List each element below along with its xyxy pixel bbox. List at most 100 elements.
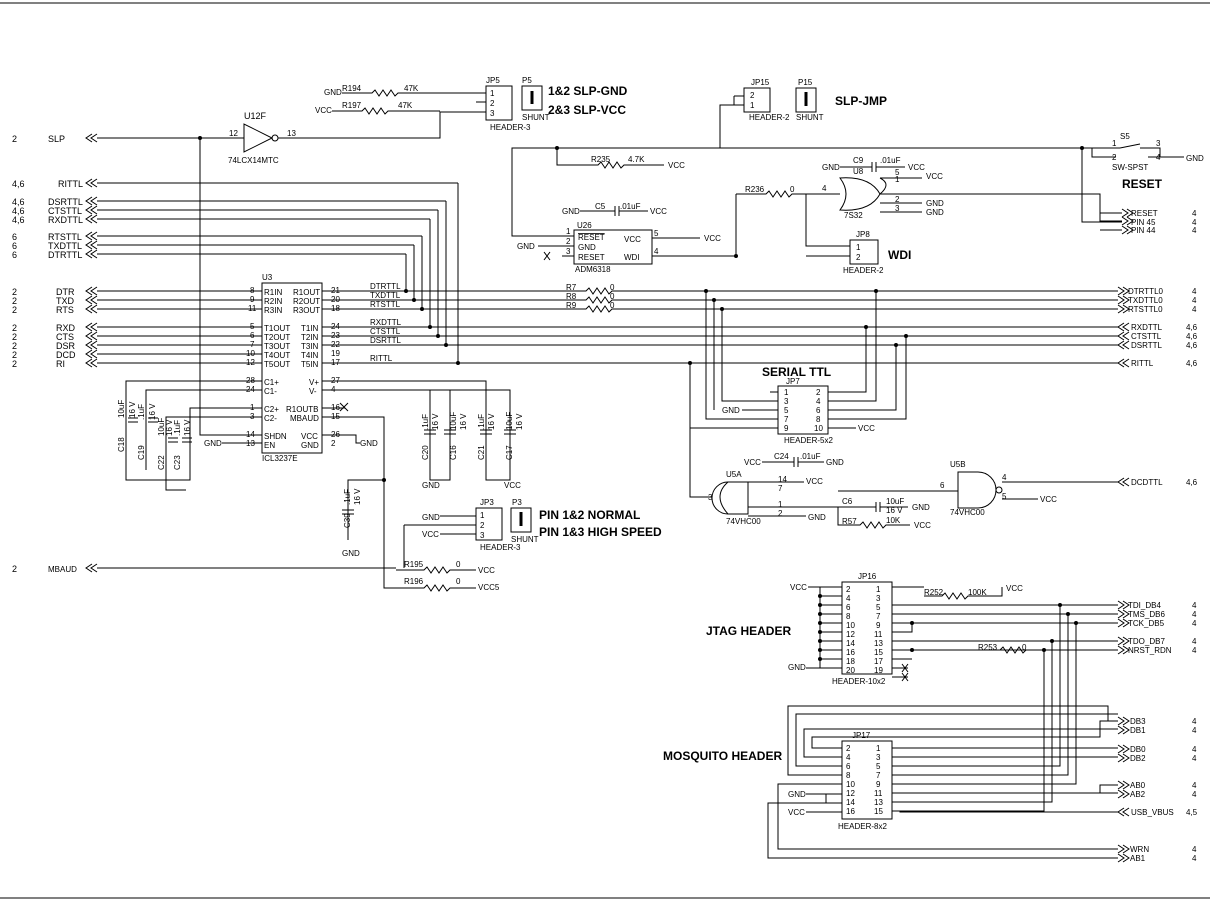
svg-text:4: 4 (1192, 296, 1197, 305)
r197-resistor: VCC R197 47K (315, 101, 440, 115)
svg-text:3: 3 (876, 753, 881, 762)
svg-text:VCC5: VCC5 (478, 583, 500, 592)
jp17-header: JP17 2 4 6 8 10 12 14 16 1 3 5 7 9 11 13… (767, 605, 1118, 859)
svg-text:12: 12 (229, 129, 238, 138)
svg-text:74VHC00: 74VHC00 (950, 508, 985, 517)
svg-text:GND: GND (360, 439, 378, 448)
svg-text:DSR: DSR (56, 341, 76, 351)
svg-text:VCC: VCC (422, 530, 439, 539)
svg-text:RTSTTL0: RTSTTL0 (1128, 305, 1163, 314)
svg-text:.1uF: .1uF (421, 414, 430, 430)
svg-text:DTRTTL: DTRTTL (370, 282, 401, 291)
svg-text:4,6: 4,6 (1186, 478, 1198, 487)
svg-text:16 V: 16 V (515, 413, 524, 430)
c5-capacitor: GND C5 .01uF VCC (562, 202, 667, 216)
jp5-header: JP5 1 2 3 HEADER-3 (476, 76, 531, 132)
r57-resistor: R57 10K VCC (837, 507, 931, 530)
svg-text:2: 2 (778, 509, 783, 518)
p5-shunt: P5 SHUNT (521, 76, 550, 122)
left-port-ri: 2 RI (12, 358, 262, 369)
svg-text:DCD: DCD (56, 350, 76, 360)
svg-text:GND: GND (562, 207, 580, 216)
svg-text:.1uF: .1uF (137, 404, 146, 420)
svg-text:1: 1 (876, 744, 881, 753)
svg-text:GND: GND (912, 503, 930, 512)
svg-text:15: 15 (874, 807, 883, 816)
svg-text:U26: U26 (577, 221, 592, 230)
svg-text:4: 4 (1192, 717, 1197, 726)
right-ports: RESET 4 PIN 45 4 PIN 44 4 DTRTTL0 4 TXDT… (1099, 194, 1198, 863)
svg-text:GND: GND (578, 243, 596, 252)
svg-text:R9: R9 (566, 301, 577, 310)
svg-text:7: 7 (876, 612, 881, 621)
svg-text:5: 5 (250, 322, 255, 331)
svg-text:GND: GND (422, 513, 440, 522)
svg-text:16 V: 16 V (431, 413, 440, 430)
right-port-tdo-db7: TDO_DB7 4 (1117, 636, 1197, 646)
svg-text:U8: U8 (853, 167, 864, 176)
svg-text:GND: GND (722, 406, 740, 415)
right-port-pin45: PIN 45 4 (1099, 194, 1197, 227)
svg-text:MBAUD: MBAUD (48, 565, 77, 574)
svg-text:6: 6 (12, 241, 17, 251)
svg-text:DSRTTL: DSRTTL (48, 197, 83, 207)
svg-text:RXD: RXD (56, 323, 76, 333)
svg-text:10K: 10K (886, 516, 901, 525)
left-port-txd: 2 TXD (12, 295, 262, 306)
wdi-label: WDI (888, 248, 911, 262)
left-port-dcd: 2 DCD (12, 349, 262, 360)
svg-text:HEADER-10x2: HEADER-10x2 (832, 677, 886, 686)
svg-text:T5OUT: T5OUT (264, 360, 290, 369)
right-port-dcdttl: DCDTTL 4,6 (1117, 477, 1198, 487)
ttl-bus-lines (430, 326, 1118, 364)
svg-text:0: 0 (790, 185, 795, 194)
svg-text:PIN 45: PIN 45 (1131, 218, 1156, 227)
svg-text:2: 2 (480, 521, 485, 530)
svg-text:JP5: JP5 (486, 76, 500, 85)
svg-text:AB2: AB2 (1130, 790, 1146, 799)
svg-text:SLP: SLP (48, 134, 65, 144)
svg-text:9: 9 (876, 621, 881, 630)
svg-text:10: 10 (846, 621, 855, 630)
svg-text:JP7: JP7 (786, 377, 800, 386)
svg-text:HEADER-3: HEADER-3 (480, 543, 521, 552)
right-port-wrn: WRN 4 (1117, 844, 1197, 854)
svg-text:16 V: 16 V (886, 506, 903, 515)
svg-text:2: 2 (750, 91, 755, 100)
svg-text:4,6: 4,6 (1186, 332, 1198, 341)
svg-text:4.7K: 4.7K (628, 155, 645, 164)
right-port-db3: DB3 4 (1117, 716, 1197, 726)
svg-text:RITTL: RITTL (58, 179, 83, 189)
svg-text:HEADER-2: HEADER-2 (843, 266, 884, 275)
serial-ttl-label: SERIAL TTL (762, 365, 831, 379)
jp5-option1-label: 1&2 SLP-GND (548, 84, 628, 98)
svg-text:U3: U3 (262, 273, 273, 282)
svg-text:TMS_DB6: TMS_DB6 (1128, 610, 1165, 619)
svg-text:AB0: AB0 (1130, 781, 1146, 790)
svg-text:DB1: DB1 (1130, 726, 1146, 735)
right-port-ab0: AB0 4 (1117, 780, 1197, 790)
svg-text:RXDTTL: RXDTTL (370, 318, 402, 327)
svg-text:TXDTTL: TXDTTL (370, 291, 401, 300)
left-port-rittl: 4,6 RITTL (12, 178, 458, 189)
svg-text:VCC: VCC (744, 458, 761, 467)
svg-text:7S32: 7S32 (844, 211, 863, 220)
svg-text:RXDTTL: RXDTTL (48, 215, 83, 225)
svg-text:C1-: C1- (264, 387, 277, 396)
p3-shunt: P3 SHUNT (510, 498, 539, 544)
svg-text:2: 2 (12, 359, 17, 369)
svg-text:6: 6 (940, 481, 945, 490)
svg-text:6: 6 (846, 762, 851, 771)
p15-shunt: P15 SHUNT (795, 78, 824, 122)
svg-text:R1IN: R1IN (264, 288, 282, 297)
svg-text:R57: R57 (842, 517, 857, 526)
svg-text:12: 12 (246, 358, 255, 367)
svg-text:1: 1 (856, 243, 861, 252)
svg-text:2: 2 (856, 253, 861, 262)
svg-text:0: 0 (610, 283, 615, 292)
svg-text:10: 10 (246, 349, 255, 358)
reset-label: RESET (1122, 177, 1163, 191)
svg-text:19: 19 (331, 349, 340, 358)
r252-resistor: R252 100K VCC (924, 584, 1023, 600)
